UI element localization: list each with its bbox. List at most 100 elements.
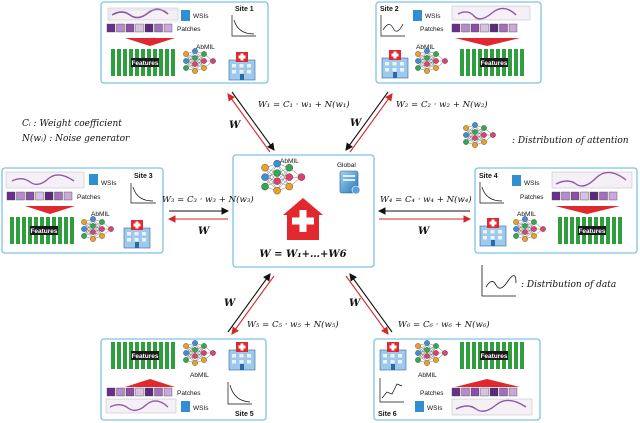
site-5-label: Site 5: [235, 411, 254, 418]
legend-weight-coefficient: Cᵢ : Weight coefficient: [22, 119, 122, 129]
wsi-slides: [451, 398, 533, 416]
wsis-label: WSIs: [524, 180, 540, 187]
features-block: Features: [460, 342, 524, 369]
site-5-formula: W₅ = C₅ · w₅ + N(w₅): [247, 319, 339, 330]
patches-label: Patches: [420, 26, 444, 33]
site-1-return-label: W: [229, 120, 242, 131]
wsis-label: WSIs: [427, 405, 443, 412]
wsis-label: WSIs: [101, 180, 117, 187]
attention-network-icon: [81, 216, 114, 242]
features-label: Features: [480, 60, 507, 67]
features-label: Features: [30, 228, 57, 235]
database-icon: [181, 10, 190, 21]
upload-arrow-site-6: [349, 273, 393, 333]
site-1-formula: W₁ = C₁ · w₁ + N(w₁): [258, 99, 350, 110]
legend-attention: : Distribution of attention: [512, 136, 629, 146]
global-server-panel: AbMIL Global W = W₁+…+W6: [232, 154, 375, 268]
abmil-label: AbMIL: [196, 44, 215, 51]
abmil-label: AbMIL: [517, 211, 536, 218]
site-6-formula: W₆ = C₆ · w₆ + N(w₆): [398, 319, 490, 330]
download-arrow-site-5: [231, 275, 275, 335]
site-4-panel: Site 4 WSIs Patches AbMIL Features: [474, 167, 638, 254]
arrow-up-icon: [125, 379, 175, 387]
arrow-down-icon: [455, 38, 520, 46]
abmil-label: AbMIL: [91, 211, 110, 218]
wsi-slides: [107, 7, 181, 23]
database-icon: [415, 401, 424, 412]
site-3-formula: W₃ = C₃ · w₃ + N(w₃): [162, 194, 254, 205]
site-2-label: Site 2: [380, 6, 399, 13]
patch-row: [451, 23, 518, 33]
upload-arrow-site-5: [227, 273, 271, 333]
arrow-down-icon: [555, 206, 620, 214]
site-2-panel: Site 2 WSIs Patches AbMIL Features: [375, 1, 542, 84]
data-distribution-icon: [481, 265, 517, 297]
site-2-formula: W₂ = C₂ · w₂ + N(w₂): [396, 99, 488, 110]
patch-row: [451, 387, 518, 397]
attention-network-icon: [513, 216, 546, 242]
database-icon: [413, 10, 422, 21]
hospital-building-icon: [228, 342, 256, 371]
data-distribution-icon: [380, 15, 405, 37]
data-distribution-icon: [231, 15, 256, 37]
hospital-building-icon: [479, 218, 507, 247]
attention-network-icon: [261, 159, 306, 195]
features-label: Features: [578, 228, 605, 235]
database-icon: [512, 175, 521, 186]
hospital-building-icon: [228, 52, 256, 81]
site-4-label: Site 4: [479, 173, 498, 180]
wsi-slides: [5, 171, 85, 189]
abmil-label: AbMIL: [418, 372, 437, 379]
hospital-building-icon: [379, 342, 407, 371]
arrow-down-icon: [125, 38, 175, 46]
patches-label: Patches: [77, 194, 101, 201]
wsi-slides: [451, 5, 531, 21]
abmil-label: AbMIL: [280, 158, 299, 165]
wsi-slides: [105, 398, 177, 414]
site-4-formula: W₄ = C₄ · w₄ + N(w₄): [380, 194, 472, 205]
site-5-panel: Features AbMIL Patches WSIs Site 5: [100, 338, 267, 421]
patches-label: Patches: [177, 390, 201, 397]
download-arrow-site-6: [345, 275, 389, 335]
upload-arrow-site-2: [345, 91, 389, 151]
patch-row: [6, 191, 73, 201]
download-arrow-site-2: [349, 93, 393, 153]
attention-network-icon: [183, 340, 216, 366]
site-6-label: Site 6: [378, 411, 397, 418]
wsis-label: WSIs: [193, 405, 209, 412]
features-block: Features: [10, 217, 74, 244]
attention-network-icon: [415, 340, 448, 366]
site-6-return-label: W: [349, 298, 362, 309]
arrow-up-icon: [455, 379, 520, 387]
site-6-panel: Features AbMIL Patches Site 6 WSIs: [373, 338, 541, 421]
legend-data: : Distribution of data: [521, 280, 616, 290]
patches-label: Patches: [177, 26, 201, 33]
patch-row: [106, 23, 173, 33]
abmil-label: AbMIL: [190, 372, 209, 379]
legend-noise-generator: N(wᵢ) : Noise generator: [21, 133, 130, 144]
patch-row: [551, 191, 618, 201]
features-block: Features: [460, 49, 524, 76]
data-distribution-icon: [479, 182, 504, 204]
abmil-label: AbMIL: [416, 44, 435, 51]
arrow-down-icon: [25, 206, 75, 214]
attention-network-icon: [415, 48, 448, 74]
patch-row: [106, 387, 173, 397]
wsis-label: WSIs: [193, 13, 209, 20]
features-block: Features: [558, 217, 622, 244]
hospital-icon: [283, 198, 323, 240]
features-label: Features: [131, 353, 158, 360]
features-block: Features: [111, 342, 175, 369]
wsis-label: WSIs: [425, 13, 441, 20]
attention-network-icon: [463, 122, 496, 148]
data-distribution-icon: [379, 378, 404, 403]
upload-arrow-site-1: [231, 91, 275, 151]
site-1-panel: WSIs Site 1 Patches AbMIL Features: [100, 1, 269, 84]
site-3-panel: WSIs Site 3 Patches AbMIL Features: [1, 167, 164, 254]
site-4-return-label: W: [418, 226, 431, 237]
hospital-building-icon: [123, 220, 151, 249]
site-5-return-label: W: [224, 298, 237, 309]
patches-label: Patches: [420, 390, 444, 397]
